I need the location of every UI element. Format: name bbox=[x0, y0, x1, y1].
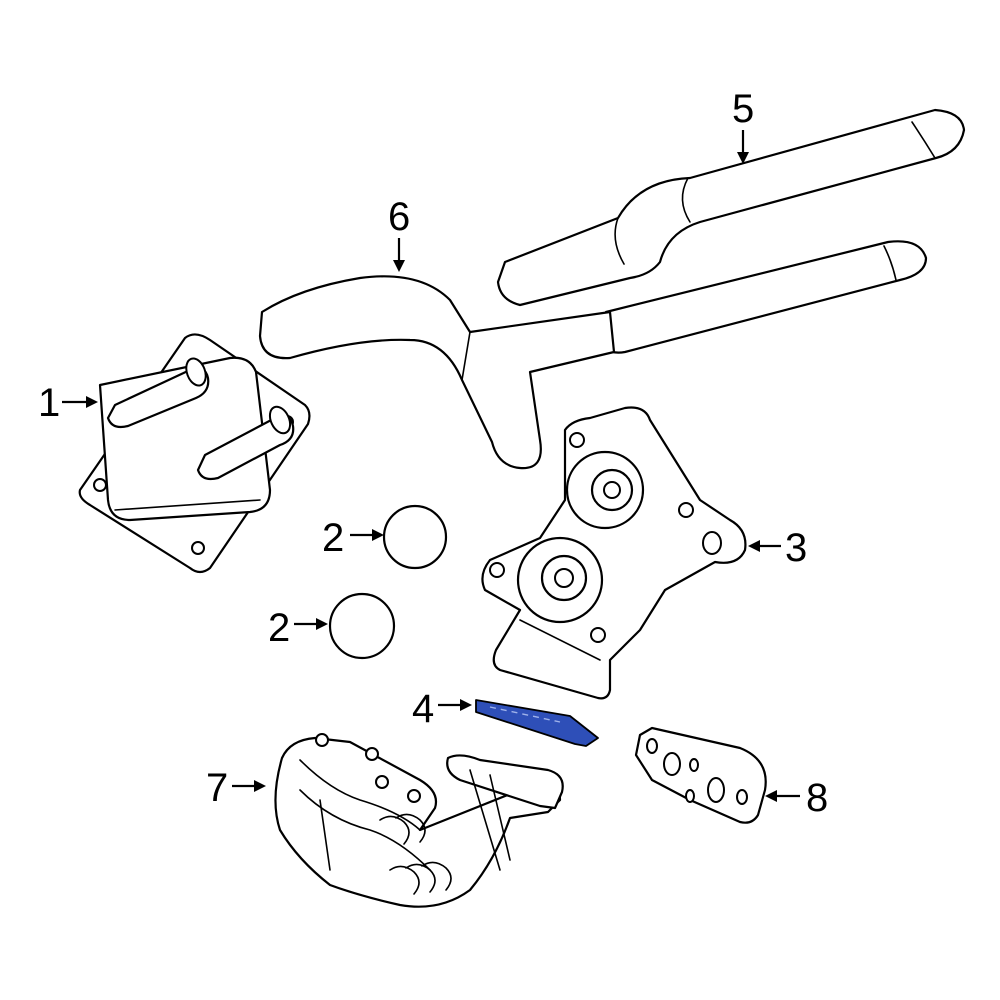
callout-7-label: 7 bbox=[206, 766, 228, 810]
callout-1: 1 bbox=[38, 381, 98, 425]
callout-8-label: 8 bbox=[806, 776, 828, 820]
callout-5: 5 bbox=[732, 87, 754, 164]
callout-2-upper: 2 bbox=[322, 516, 384, 560]
callout-6-label: 6 bbox=[388, 195, 410, 239]
callout-6: 6 bbox=[388, 195, 410, 272]
part-2-o-ring-upper[interactable] bbox=[382, 504, 448, 570]
callout-4: 4 bbox=[412, 687, 472, 731]
part-3-housing[interactable] bbox=[481, 406, 747, 700]
part-1-oil-cooler[interactable] bbox=[78, 333, 311, 574]
part-8-gasket-plate[interactable] bbox=[634, 726, 767, 824]
part-6-y-hose[interactable] bbox=[258, 275, 616, 470]
callout-3: 3 bbox=[748, 526, 807, 570]
callout-2-lower: 2 bbox=[268, 606, 328, 650]
part-7-egr-pipe[interactable] bbox=[274, 733, 564, 908]
part-4-gasket[interactable] bbox=[475, 699, 599, 747]
part-5-hose-assembly[interactable] bbox=[496, 108, 966, 354]
part-2-o-ring-lower[interactable] bbox=[328, 592, 396, 660]
callout-4-label: 4 bbox=[412, 687, 434, 731]
callout-8: 8 bbox=[765, 776, 828, 820]
callout-1-label: 1 bbox=[38, 381, 60, 425]
callout-7: 7 bbox=[206, 766, 266, 810]
callout-3-label: 3 bbox=[785, 526, 807, 570]
callout-2-lower-label: 2 bbox=[268, 606, 290, 650]
callout-5-label: 5 bbox=[732, 87, 754, 131]
callout-2-upper-label: 2 bbox=[322, 516, 344, 560]
